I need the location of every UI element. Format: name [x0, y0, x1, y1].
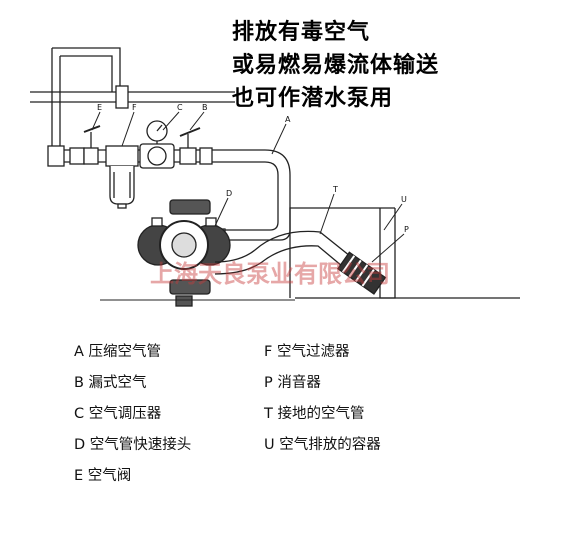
- air-regulator-c: [139, 120, 175, 169]
- headline-line-3: 也可作潜水泵用: [232, 85, 394, 111]
- air-filter-f: [105, 145, 139, 209]
- callout-c: C: [177, 103, 183, 112]
- watermark: 上海天良泵业有限公司: [150, 260, 390, 288]
- legend-item-t: T 接地的空气管: [264, 406, 365, 422]
- legend-item-d: D 空气管快速接头: [74, 437, 192, 453]
- overhead-supply-pipe: [30, 47, 235, 160]
- headline-line-1: 排放有毒空气: [232, 19, 371, 45]
- legend-item-a: A 压缩空气管: [74, 344, 162, 360]
- callout-f: F: [132, 103, 137, 112]
- air-valve-e: [83, 125, 101, 165]
- callout-e: E: [97, 103, 102, 112]
- legend-item-e: E 空气阀: [74, 468, 132, 484]
- callout-u: U: [401, 195, 407, 204]
- legend-item-b: B 漏式空气: [74, 375, 147, 391]
- legend-item-u: U 空气排放的容器: [264, 437, 381, 453]
- callout-d: D: [226, 189, 232, 198]
- legend-item-c: C 空气调压器: [74, 406, 162, 422]
- callout-a: A: [285, 115, 291, 124]
- callout-leaders: [91, 111, 405, 263]
- callout-b: B: [202, 103, 208, 112]
- callout-p: P: [404, 225, 409, 234]
- muffler-p: [336, 251, 387, 295]
- grounded-air-hose-t: [214, 230, 351, 275]
- bleed-valve-b: [179, 127, 213, 165]
- legend-item-p: P 消音器: [264, 375, 321, 391]
- diaphragm-pump: [137, 199, 231, 307]
- headline-line-2: 或易燃易爆流体输送: [232, 52, 440, 78]
- legend-item-f: F 空气过滤器: [264, 344, 350, 360]
- callout-t: T: [332, 185, 338, 194]
- exhaust-container-u: [289, 207, 520, 299]
